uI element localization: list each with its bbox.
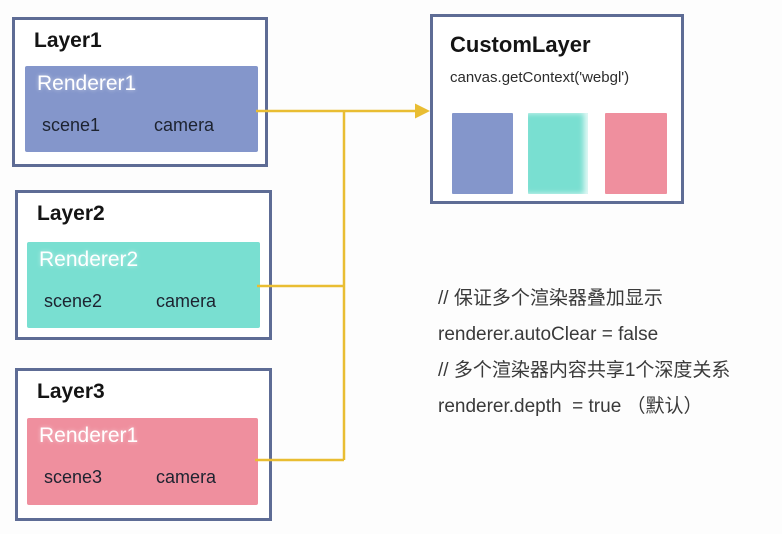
code-notes: // 保证多个渲染器叠加显示 renderer.autoClear = fals… (438, 281, 730, 425)
teal-swatch (528, 113, 588, 194)
blue-swatch (452, 113, 513, 194)
layer1-renderer-label: Renderer1 (37, 72, 137, 95)
layer1-renderer-box: Renderer1 scene1 camera (25, 66, 258, 152)
layer3-scene-label: scene3 (44, 467, 103, 487)
custom-layer-box: CustomLayer canvas.getContext('webgl') (430, 14, 684, 204)
layer1-box: Layer1 Renderer1 scene1 camera (12, 17, 268, 167)
layer3-scene-row: scene3 camera (44, 467, 216, 488)
note-line-2: renderer.autoClear = false (438, 324, 659, 345)
layer1-scene-row: scene1 camera (42, 115, 214, 136)
layer2-scene-row: scene2 camera (44, 291, 216, 312)
layer3-box: Layer3 Renderer1 scene3 camera (15, 368, 272, 521)
layer1-camera-label: camera (154, 115, 215, 135)
layer3-camera-label: camera (156, 467, 217, 487)
layer2-title: Layer2 (37, 202, 105, 225)
layer1-scene-label: scene1 (42, 115, 101, 135)
layer3-renderer-box: Renderer1 scene3 camera (27, 418, 258, 505)
layer2-renderer-label: Renderer2 (39, 248, 139, 271)
layer3-renderer-label: Renderer1 (39, 424, 139, 447)
layer2-camera-label: camera (156, 291, 217, 311)
layer1-title: Layer1 (34, 29, 102, 52)
layer2-box: Layer2 Renderer2 scene2 camera (15, 190, 272, 340)
note-line-1: // 保证多个渲染器叠加显示 (438, 288, 663, 309)
note-line-4: renderer.depth = true （默认） (438, 396, 703, 417)
layer3-title: Layer3 (37, 380, 105, 403)
layer2-renderer-box: Renderer2 scene2 camera (27, 242, 260, 328)
custom-layer-code: canvas.getContext('webgl') (450, 69, 630, 86)
custom-layer-title: CustomLayer (450, 32, 591, 57)
pink-swatch (605, 113, 667, 194)
note-line-3: // 多个渲染器内容共享1个深度关系 (438, 360, 731, 381)
layer2-scene-label: scene2 (44, 291, 103, 311)
connector-arrowhead-icon (415, 103, 430, 119)
